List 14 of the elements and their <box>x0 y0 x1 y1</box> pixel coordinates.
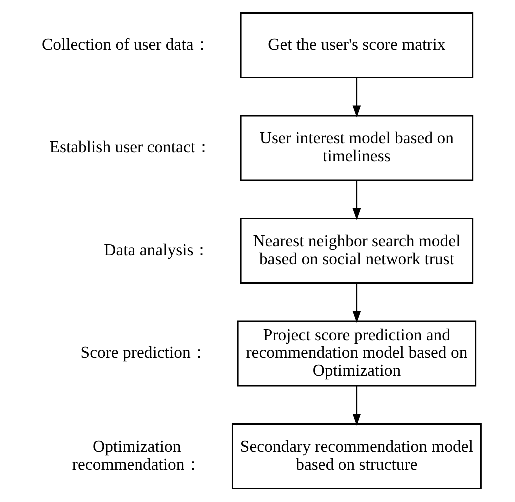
arrow <box>352 78 362 118</box>
node-box: User interest model based on timeliness <box>240 115 474 182</box>
node-label: Collection of user data： <box>42 34 211 54</box>
node-label: Optimization recommendation： <box>72 436 202 474</box>
node-label: Data analysis： <box>104 240 211 260</box>
node-box: Secondary recommendation model based on structure <box>232 424 482 490</box>
arrow <box>352 180 362 220</box>
node-label: Establish user contact： <box>50 138 213 157</box>
node-label: Score prediction： <box>80 343 208 362</box>
arrow <box>352 283 362 324</box>
node-box: Project score prediction and recommendation model based on Optimization <box>237 320 477 387</box>
node-box: Get the user's score matrix <box>240 12 474 78</box>
node-box: Nearest neighbor search model based on social network trust <box>240 218 474 284</box>
arrow <box>352 386 362 426</box>
